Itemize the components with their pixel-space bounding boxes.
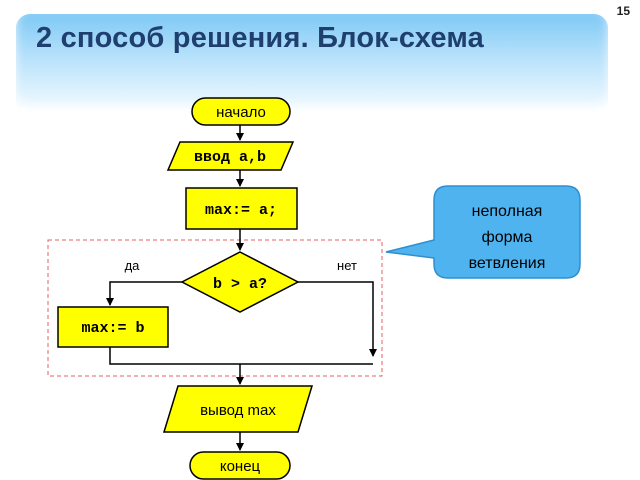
callout-bubble	[385, 185, 581, 279]
branch-frame	[47, 239, 383, 377]
title-banner	[16, 14, 608, 114]
assign-max-b-block	[57, 306, 169, 348]
assign-max-a-label: max:= a;	[205, 202, 277, 219]
callout-line-2: форма	[482, 229, 533, 246]
output-label: вывод max	[200, 402, 276, 419]
callout-line-3: ветвления	[469, 255, 546, 272]
callout-line-1: неполная	[472, 203, 543, 220]
connectors	[106, 125, 377, 451]
slide-title: 2 способ решения. Блок-схема	[36, 22, 484, 54]
output-label-text: вывод max	[200, 402, 276, 419]
page-number: 15	[616, 4, 630, 18]
condition-diamond	[180, 251, 300, 313]
condition-label: b > a?	[213, 276, 267, 293]
assign-max-a-block	[185, 187, 298, 230]
end-label: конец	[220, 458, 261, 475]
start-terminal	[191, 97, 291, 126]
start-label: начало	[216, 104, 266, 121]
no-label: нет	[337, 258, 357, 273]
output-block	[162, 385, 314, 433]
yes-label: да	[125, 258, 141, 273]
end-terminal	[189, 451, 291, 480]
assign-max-b-label: max:= b	[81, 320, 144, 337]
input-block	[166, 141, 295, 171]
input-label: ввод a,b	[194, 149, 266, 166]
